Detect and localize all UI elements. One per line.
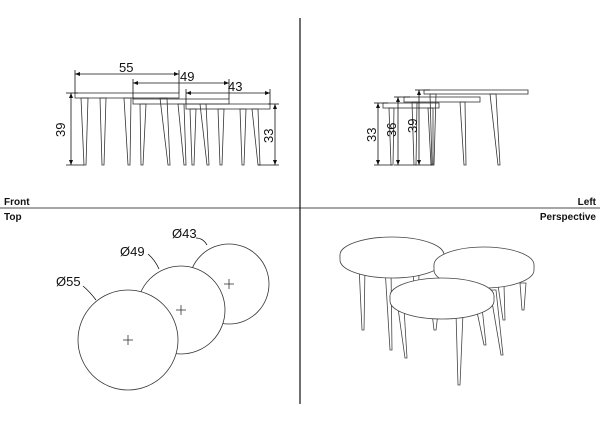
left-dimension-lines bbox=[374, 89, 432, 166]
top-view bbox=[77, 243, 270, 391]
front-height-small-label: 33 bbox=[261, 129, 276, 143]
front-arrowheads bbox=[69, 72, 277, 165]
top-diameter-small-label: Ø43 bbox=[172, 226, 197, 241]
front-view bbox=[74, 92, 271, 166]
top-diameter-large-label: Ø55 bbox=[56, 274, 81, 289]
front-width-medium-label: 49 bbox=[180, 69, 194, 84]
front-height-large-label: 39 bbox=[53, 123, 68, 137]
front-dimension-lines bbox=[66, 70, 279, 166]
left-height-large-label: 39 bbox=[405, 119, 420, 133]
left-height-small-label: 33 bbox=[364, 128, 379, 142]
perspective-view-label: Perspective bbox=[539, 212, 596, 223]
front-width-small-label: 43 bbox=[228, 79, 242, 94]
left-height-medium-label: 36 bbox=[384, 123, 399, 137]
top-center-marks bbox=[123, 279, 234, 345]
left-arrowheads bbox=[376, 90, 421, 165]
perspective-view bbox=[339, 236, 535, 386]
top-leader-lines bbox=[82, 237, 208, 301]
front-width-large-label: 55 bbox=[119, 60, 133, 75]
top-view-label: Top bbox=[4, 212, 22, 223]
front-view-label: Front bbox=[4, 197, 30, 208]
top-diameter-medium-label: Ø49 bbox=[120, 244, 145, 259]
left-view-label: Left bbox=[577, 197, 596, 208]
